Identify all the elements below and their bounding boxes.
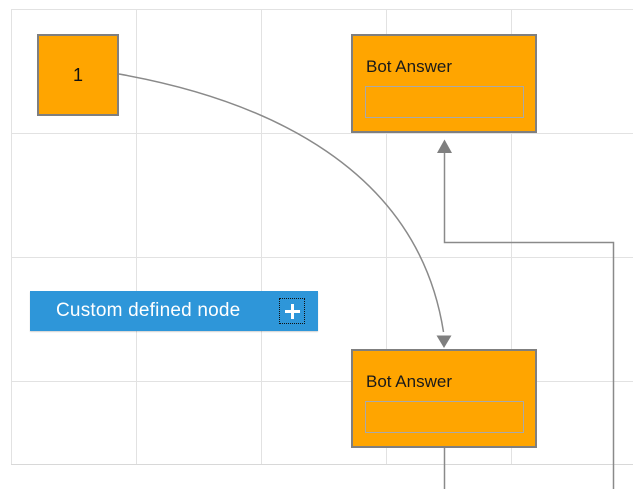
node-bot-answer-bottom[interactable]: Bot Answer	[351, 349, 537, 448]
bot-answer-bottom-input[interactable]	[365, 401, 524, 433]
node-bot-answer-top[interactable]: Bot Answer	[351, 34, 537, 133]
node-custom-defined[interactable]: Custom defined node	[30, 291, 318, 331]
connector-curved-arrowhead-down-icon[interactable]	[436, 335, 452, 349]
bot-answer-top-title: Bot Answer	[366, 57, 452, 76]
add-node-button[interactable]	[279, 298, 305, 324]
connector-orthogonal[interactable]	[443, 152, 615, 489]
connector-curved[interactable]	[118, 73, 445, 333]
plus-icon	[280, 299, 304, 323]
custom-defined-node-label: Custom defined node	[56, 300, 241, 321]
node-start[interactable]: 1	[37, 34, 119, 116]
bot-answer-top-input[interactable]	[365, 86, 524, 118]
bot-answer-bottom-title: Bot Answer	[366, 372, 452, 391]
node-start-label: 1	[72, 64, 83, 85]
connector-orthogonal-arrowhead-up-icon[interactable]	[437, 139, 452, 154]
